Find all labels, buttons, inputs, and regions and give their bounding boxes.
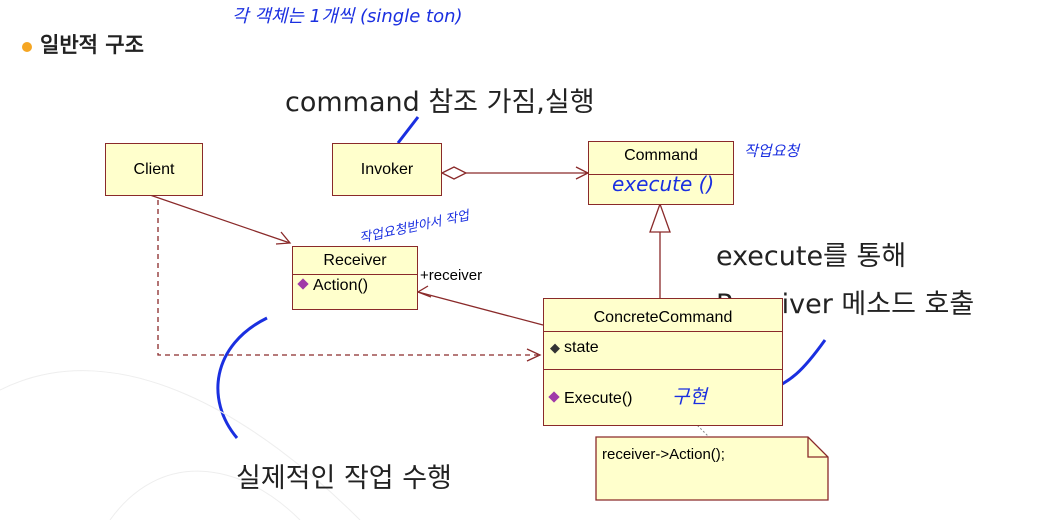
association-label: +receiver	[420, 267, 483, 284]
private-lock-icon: ◆	[550, 340, 560, 355]
receiver-caption: 실제적인 작업 수행	[236, 463, 452, 494]
handwritten-impl-note: 구현	[672, 386, 707, 408]
heading-bullet	[22, 42, 32, 52]
invoker-class-name: Invoker	[360, 161, 414, 178]
handwritten-execute: execute ()	[612, 172, 715, 196]
invoker-caption: command 참조 가짐,실행	[285, 87, 595, 118]
handwritten-singleton-note: 각 객체는 1개씩 (single ton)	[232, 6, 463, 27]
client-class-name: Client	[133, 161, 175, 178]
handwritten-command-note: 작업요청	[744, 142, 800, 160]
concrete-command-attribute: state	[564, 339, 599, 356]
client-class: Client	[105, 143, 203, 196]
concrete-command-attributes: ◆ state	[544, 331, 782, 369]
receiver-class: Receiver Action()	[292, 246, 418, 310]
execute-caption-line1: execute를 통해	[716, 241, 907, 272]
receiver-operations: Action()	[293, 274, 417, 307]
concrete-command-class-name: ConcreteCommand	[593, 309, 733, 326]
concrete-command-method: Execute()	[564, 390, 633, 407]
command-class: Command	[588, 141, 734, 205]
note-text: receiver->Action();	[602, 446, 725, 463]
page-title: 일반적 구조	[40, 33, 144, 57]
concrete-command-operations: Execute()	[544, 369, 782, 425]
concrete-command-class: ConcreteCommand ◆ state Execute()	[543, 298, 783, 426]
operation-icon	[548, 391, 560, 403]
receiver-method: Action()	[313, 277, 369, 294]
invoker-class: Invoker	[332, 143, 442, 196]
operation-icon	[297, 278, 309, 290]
command-class-name: Command	[624, 147, 698, 164]
receiver-class-name: Receiver	[323, 252, 387, 269]
command-operations	[589, 174, 733, 207]
